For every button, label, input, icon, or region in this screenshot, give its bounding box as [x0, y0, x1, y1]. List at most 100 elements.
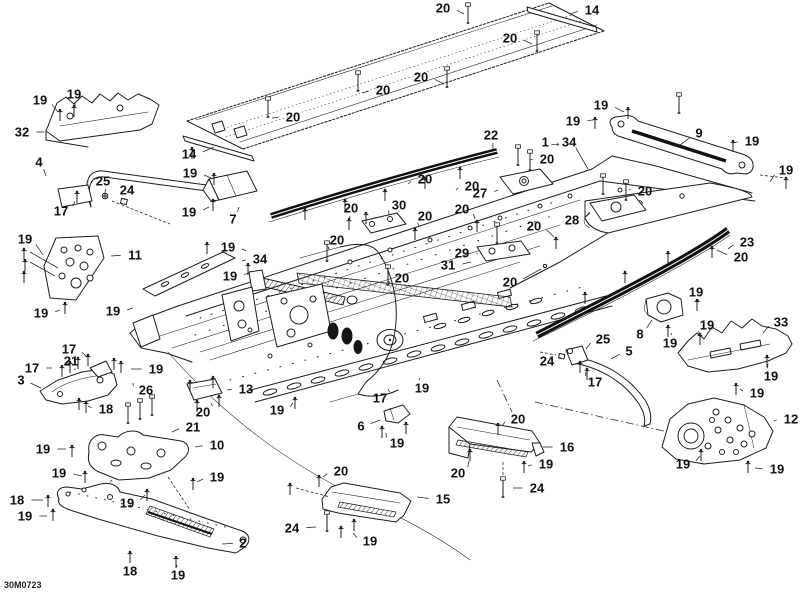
callout-leader-line — [416, 496, 429, 499]
part-callout-11: 11 — [128, 248, 142, 263]
part-callout-19: 19 — [67, 87, 81, 102]
part-callout-16: 16 — [560, 440, 574, 455]
part-callout-26: 26 — [139, 383, 153, 398]
part-callout-15: 15 — [436, 492, 450, 507]
part-callout-20: 20 — [465, 179, 479, 194]
part-callout-19: 19 — [270, 403, 284, 418]
part-callout-19: 19 — [750, 386, 764, 401]
part-callout-19: 19 — [18, 509, 32, 524]
callout-leader-line — [202, 206, 210, 211]
part-callout-18: 18 — [10, 493, 24, 508]
bracket-8 — [643, 292, 684, 323]
callout-leader-line — [569, 11, 578, 15]
callout-leader-line — [110, 254, 121, 257]
part-callout-21: 21 — [186, 420, 200, 435]
part-callout-33: 33 — [774, 315, 788, 330]
callout-leader-line — [546, 229, 555, 238]
callout-leader-line — [494, 189, 499, 193]
bracket-32 — [45, 92, 160, 148]
part-callout-25: 25 — [596, 332, 610, 347]
callout-leader-line — [754, 467, 763, 470]
bracket-7 — [202, 170, 258, 202]
callout-leader-line — [527, 464, 532, 467]
part-callout-19: 19 — [183, 166, 197, 181]
callout-leader-line — [462, 261, 472, 265]
callout-leader-line — [221, 542, 233, 545]
callout-leader-line — [370, 419, 381, 424]
callout-leader-line — [244, 272, 249, 276]
callout-leader-line — [361, 90, 369, 94]
part-callout-19: 19 — [594, 98, 608, 113]
part-callout-17: 17 — [25, 361, 39, 376]
callout-leader-line — [455, 187, 459, 191]
bracket-6 — [383, 404, 411, 424]
bracket-29 — [476, 240, 531, 262]
callout-leader-line — [585, 342, 591, 350]
callout-leader-line — [584, 371, 587, 377]
part-callout-5: 5 — [625, 344, 632, 359]
part-callout-20: 20 — [330, 233, 344, 248]
part-callout-19: 19 — [663, 336, 677, 351]
callout-leader-line — [697, 299, 700, 303]
callout-leader-line — [72, 200, 76, 207]
part-callout-3: 3 — [17, 373, 24, 388]
callout-leader-line — [559, 356, 562, 359]
part-callout-19: 19 — [18, 232, 32, 247]
callout-leader-line — [762, 325, 770, 334]
channel-bracket-16 — [448, 416, 545, 478]
part-callout-19: 19 — [415, 381, 429, 396]
part-callout-31: 31 — [441, 258, 455, 273]
callout-leader-line — [418, 377, 421, 381]
part-callout-32: 32 — [15, 125, 29, 140]
callout-leader-line — [51, 104, 59, 113]
callout-leader-line — [417, 222, 420, 227]
hook-bar-4 — [57, 170, 237, 225]
callout-leader-line — [241, 248, 247, 252]
callout-leader-line — [732, 141, 738, 144]
part-callout-10: 10 — [210, 438, 224, 453]
bracket-28 — [583, 194, 647, 229]
callout-leader-line — [476, 253, 479, 255]
part-callout-28: 28 — [565, 213, 579, 228]
callout-leader-line — [610, 353, 620, 360]
callout-leader-line — [352, 532, 358, 538]
bracket-10 — [87, 430, 191, 511]
part-callout-9: 9 — [695, 126, 702, 141]
part-callout-19: 19 — [770, 462, 784, 477]
part-callout-14: 14 — [585, 3, 600, 18]
bracket-15 — [295, 482, 412, 523]
callout-leader-line — [87, 405, 92, 409]
part-callout-13: 13 — [239, 382, 253, 397]
callout-leader-line — [241, 259, 246, 262]
part-callout-2: 2 — [239, 536, 246, 551]
strap-9 — [609, 115, 787, 179]
part-callout-20: 20 — [196, 405, 210, 420]
part-callout-30: 30 — [392, 198, 406, 213]
part-callout-4: 4 — [35, 155, 43, 170]
callout-leader-line — [614, 106, 625, 113]
callout-leader-line — [30, 382, 42, 389]
part-callout-14: 14 — [182, 147, 197, 162]
part-callout-1-34: 1→34 — [542, 135, 577, 150]
callout-leader-line — [739, 388, 744, 392]
part-callout-19: 19 — [171, 568, 185, 583]
callout-leader-line — [501, 421, 506, 427]
part-callout-20: 20 — [734, 250, 748, 265]
part-callout-23: 23 — [740, 235, 754, 250]
rail-34 — [142, 251, 236, 297]
callout-leader-line — [628, 188, 631, 191]
part-callout-20: 20 — [418, 172, 432, 187]
bracket-3-26 — [39, 360, 118, 405]
callout-leader-line — [123, 197, 126, 201]
callout-leader-line — [306, 526, 317, 529]
part-callout-24: 24 — [120, 183, 135, 198]
part-callout-24: 24 — [285, 521, 300, 536]
part-callout-17: 17 — [588, 375, 602, 390]
part-callout-22: 22 — [484, 128, 498, 143]
part-callout-20: 20 — [503, 31, 517, 46]
callout-leader-line — [523, 39, 533, 45]
callout-leader-line — [388, 280, 391, 284]
part-callout-17: 17 — [62, 342, 76, 357]
